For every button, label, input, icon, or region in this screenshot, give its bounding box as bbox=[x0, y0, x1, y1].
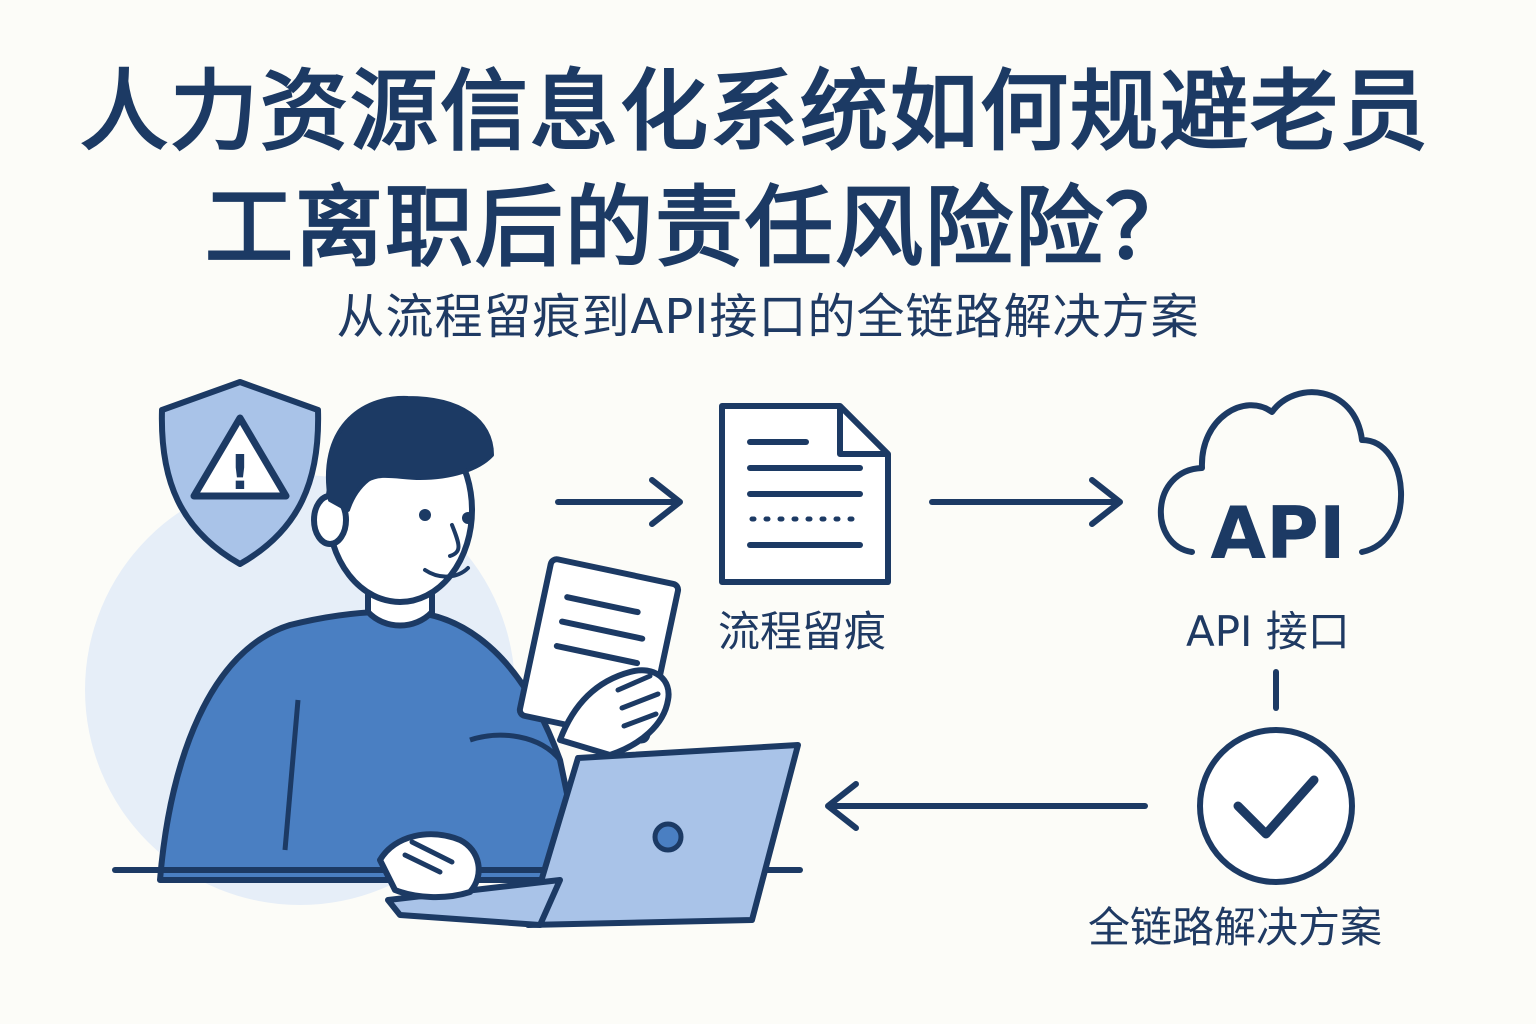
svg-text:!: ! bbox=[229, 445, 251, 501]
title-line-2: 工离职后的责任风险险？ bbox=[205, 176, 1196, 279]
person-torso bbox=[157, 608, 588, 883]
caption-solution: 全链路解决方案 bbox=[1088, 903, 1383, 952]
arrow-to-api bbox=[929, 477, 1123, 527]
arrow-to-document bbox=[555, 477, 683, 527]
document-icon bbox=[719, 403, 891, 585]
arrow-back-to-laptop bbox=[825, 781, 1148, 831]
caption-process-trail: 流程留痕 bbox=[718, 607, 887, 656]
cloud-icon: API bbox=[1158, 389, 1405, 575]
subtitle: 从流程留痕到API接口的全链路解决方案 bbox=[336, 289, 1200, 345]
check-circle-icon bbox=[1197, 727, 1355, 885]
laptop-icon bbox=[385, 742, 801, 928]
svg-text:API: API bbox=[1210, 491, 1345, 575]
title-line-1: 人力资源信息化系统如何规避老员 bbox=[80, 60, 1431, 163]
caption-api: API 接口 bbox=[1186, 607, 1350, 656]
shield-warning-icon: ! bbox=[158, 379, 322, 567]
person-figure bbox=[157, 395, 682, 883]
person-hair bbox=[326, 395, 494, 512]
